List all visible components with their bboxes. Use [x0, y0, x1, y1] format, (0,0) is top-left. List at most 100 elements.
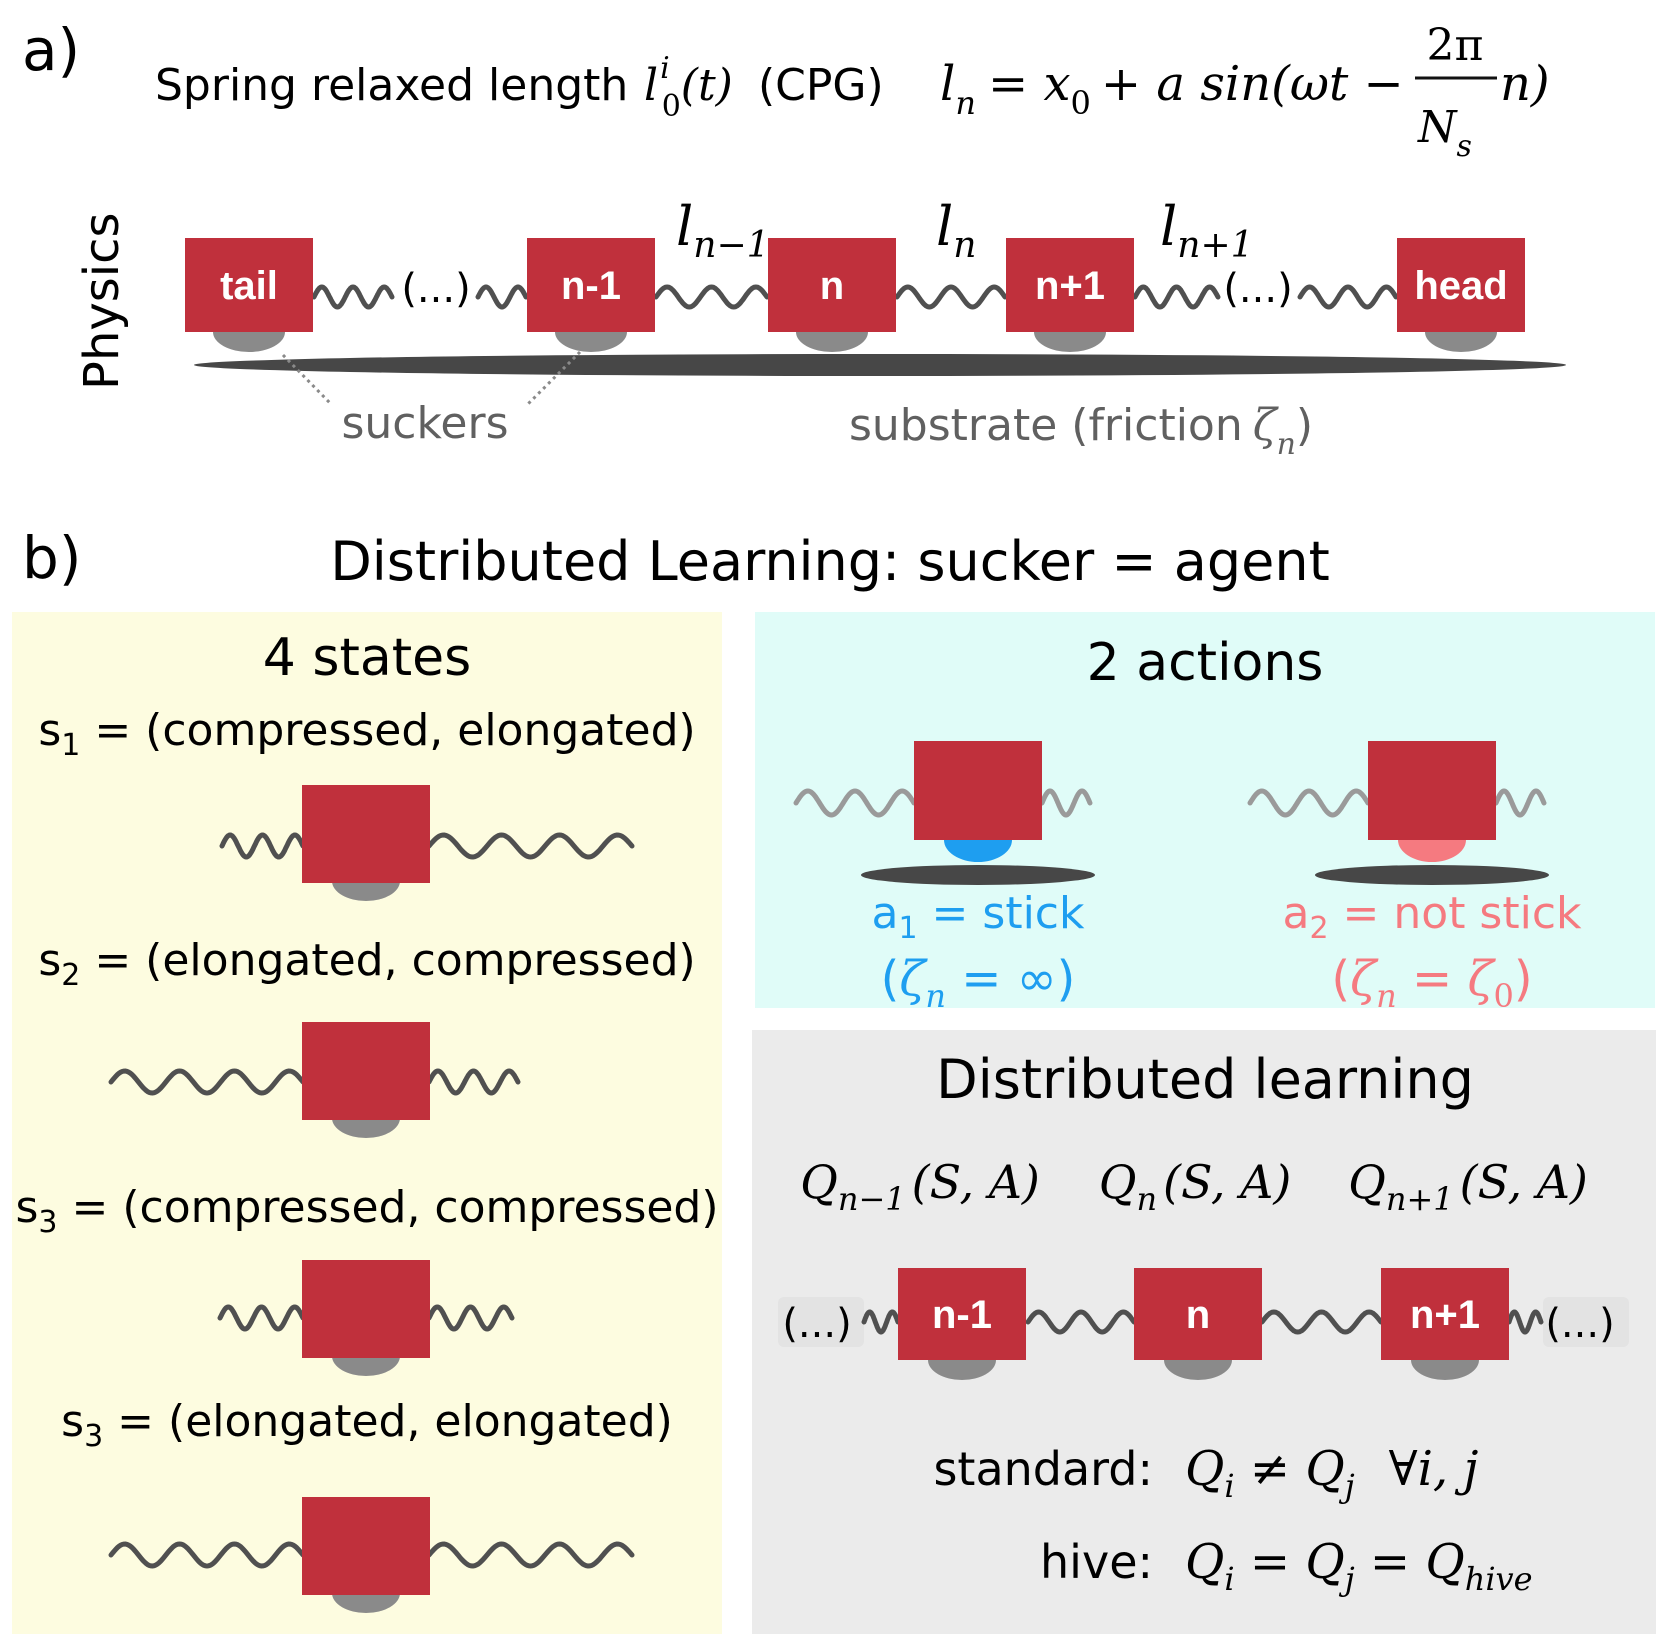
learning-block-2: [1381, 1268, 1509, 1360]
state-4-sucker: [332, 1593, 400, 1613]
sucker-0: [213, 332, 285, 352]
cpg-symbol-base: l: [644, 60, 658, 111]
action-not-stick-spring-left: [1247, 788, 1371, 818]
block-2: [768, 238, 896, 332]
learning-spring-1: [1025, 1309, 1137, 1335]
learning-spring-0: [861, 1309, 901, 1335]
spring-left-n-minus-1: [475, 284, 529, 310]
eq-frac-den-sub: s: [1457, 129, 1472, 164]
state-3-spring-left: [217, 1304, 306, 1332]
learning-ellipsis-left: (...): [782, 1301, 851, 1347]
cpg-symbol-sub: 0: [662, 89, 681, 124]
learning-block-0: [898, 1268, 1026, 1360]
state-3-label: s3 = (compressed, compressed): [15, 1182, 718, 1240]
block-1: [527, 238, 655, 332]
ellipsis-left: (...): [401, 266, 470, 312]
q-label-n: Qn(S, A): [1099, 1155, 1292, 1218]
standard-label: standard:: [933, 1442, 1153, 1496]
svg-text:ln= x0+ a sin(ωt −: ln = x0 + a sin(ωt −: [940, 56, 1404, 122]
block-4: [1397, 238, 1525, 332]
block-4-label: head: [1414, 264, 1507, 308]
action-stick-sucker: [944, 840, 1012, 862]
panel-b-label: b): [22, 524, 81, 592]
spring-n-n-plus-1: [894, 284, 1008, 310]
eq-plus: + a sin(ωt −: [1101, 56, 1404, 112]
sucker-4: [1425, 332, 1497, 352]
action-stick-label: a1 = stick: [872, 888, 1085, 946]
state-4-label: s3 = (elongated, elongated): [61, 1396, 673, 1454]
block-0-label: tail: [220, 264, 278, 308]
state-2-spring-left: [108, 1068, 306, 1096]
eq-rhs: = x: [988, 56, 1071, 112]
action-stick-spring-left: [793, 788, 917, 818]
states-list: s1 = (compressed, elongated)s2 = (elonga…: [15, 705, 719, 1613]
standard-equation: Qi ≠ Qj∀i, j: [1185, 1441, 1478, 1505]
actions-panel: [755, 612, 1655, 1008]
spring-right-head: [1297, 284, 1399, 310]
learning-block-1: [1134, 1268, 1262, 1360]
block-3-label: n+1: [1035, 264, 1105, 308]
eq-frac-den: N: [1417, 102, 1458, 153]
state-1-spring-left: [219, 832, 306, 860]
block-3: [1006, 238, 1134, 332]
panel-a-label: a): [22, 16, 80, 84]
learning-sucker-0: [928, 1360, 996, 1380]
sucker-3: [1034, 332, 1106, 352]
physics-label: Physics: [74, 212, 130, 390]
actions-title: 2 actions: [1087, 633, 1324, 693]
spring-label-n-minus-1: ln−1: [676, 195, 770, 266]
learning-block-2-label: n+1: [1410, 1293, 1480, 1337]
spring-label-n-plus-1: ln+1: [1160, 195, 1254, 266]
ellipsis-right: (...): [1223, 266, 1292, 312]
substrate-zeta: ζ: [1253, 400, 1280, 451]
action-not-stick-friction: (ζn = ζ0): [1331, 951, 1532, 1015]
state-1-sucker: [332, 881, 400, 901]
eq-lhs-sub: n: [955, 84, 976, 122]
state-4-block: [302, 1497, 430, 1595]
hive-label: hive:: [1040, 1535, 1153, 1589]
substrate: [194, 354, 1566, 376]
svg-text:Spring relaxed length: Spring relaxed length: [155, 60, 628, 111]
action-not-stick-spring-right: [1493, 788, 1547, 818]
action-stick-spring-right: [1039, 788, 1093, 818]
states-title: 4 states: [263, 628, 471, 688]
learning-block-1-label: n: [1186, 1293, 1210, 1337]
action-stick-friction: (ζn = ∞): [881, 951, 1076, 1015]
eq-close: n): [1500, 56, 1550, 112]
spring-chain: [311, 284, 1399, 310]
block-2-label: n: [820, 264, 844, 308]
q-label-n-minus-1: Qn−1(S, A): [800, 1155, 1040, 1218]
panel-b-title: Distributed Learning: sucker = agent: [330, 530, 1330, 593]
learning-sucker-2: [1411, 1360, 1479, 1380]
eq-lhs: l: [940, 56, 955, 112]
action-not-stick-substrate: [1315, 865, 1549, 885]
state-3-sucker: [332, 1356, 400, 1376]
hive-equation: Qi = Qj = Qhive: [1185, 1534, 1533, 1598]
state-4-spring-right: [426, 1541, 635, 1569]
spring-n-minus-1-n: [653, 284, 770, 310]
state-2-spring-right: [426, 1068, 521, 1096]
action-stick-block: [914, 741, 1042, 840]
learning-title: Distributed learning: [936, 1048, 1474, 1111]
q-label-n-plus-1: Qn+1(S, A): [1348, 1155, 1588, 1218]
state-4-spring-left: [108, 1541, 306, 1569]
spring-label-n: ln: [936, 195, 976, 266]
svg-text:Ns: Ns: [1417, 102, 1472, 164]
learning-sucker-1: [1164, 1360, 1232, 1380]
eq-x-sub: 0: [1071, 84, 1091, 122]
state-1-spring-right: [426, 832, 635, 860]
spring-tail-left: [311, 284, 395, 310]
panel-b: b) Distributed Learning: sucker = agent …: [12, 524, 1656, 1634]
eq-frac-num: 2π: [1427, 20, 1484, 71]
state-2-sucker: [332, 1118, 400, 1138]
learning-ellipsis-right-bg: [1543, 1297, 1629, 1347]
spring-n-plus-1-right: [1132, 284, 1221, 310]
action-not-stick-label: a2 = not stick: [1282, 888, 1582, 946]
actions-illustrations: [793, 741, 1549, 885]
state-1-block: [302, 785, 430, 883]
